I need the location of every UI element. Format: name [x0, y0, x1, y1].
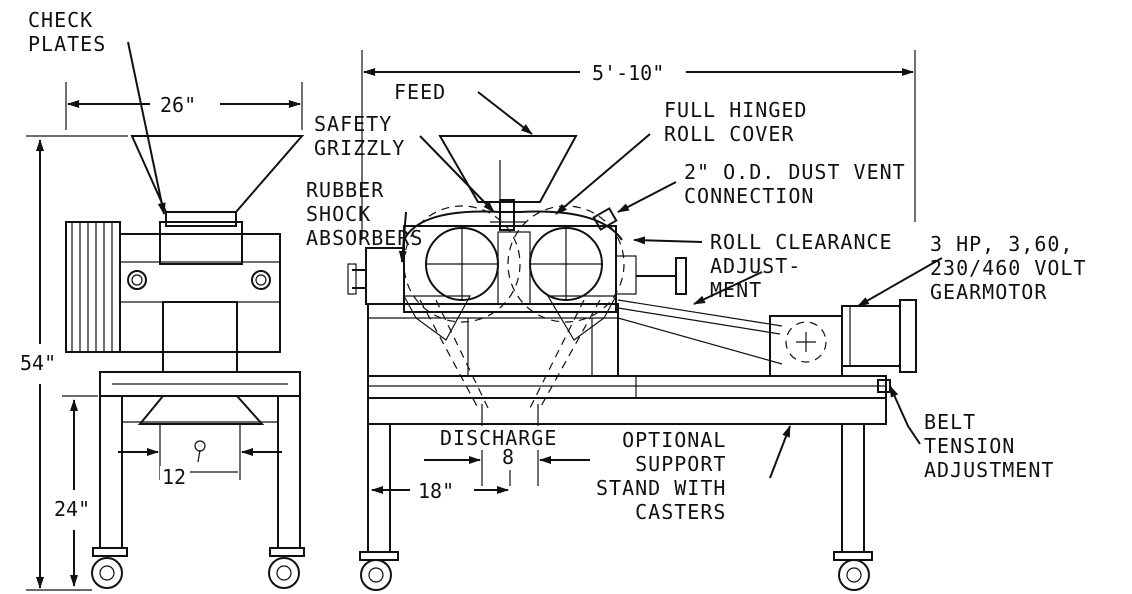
stand-top-rail	[367, 397, 887, 425]
dust-vent-leader	[617, 181, 677, 213]
belt-tension-leader	[889, 385, 921, 445]
roll-clearance-leader	[633, 236, 703, 245]
side-caster-left	[91, 557, 123, 589]
full-hinged-roll-cover-label: FULL HINGED ROLL COVER	[664, 98, 808, 146]
side-check-plates	[159, 221, 243, 265]
roll-cover-leader	[555, 133, 651, 215]
front-caster-left	[360, 559, 392, 591]
dust-vent-label: 2" O.D. DUST VENT CONNECTION	[684, 160, 906, 208]
side-caster-right	[268, 557, 300, 589]
safety-grizzly-label: SAFETY GRIZZLY	[314, 112, 406, 160]
side-hopper-throat	[165, 211, 237, 227]
side-right-leg	[277, 395, 301, 549]
dust-vent	[592, 207, 618, 231]
safety-grizzly-leader	[419, 135, 495, 213]
check-plates-label: CHECK PLATES	[28, 8, 107, 56]
adjustment-leader	[693, 271, 763, 305]
rubber-shock-absorbers-label: RUBBER SHOCK ABSORBERS	[306, 178, 424, 250]
base-rail	[367, 375, 887, 399]
side-frame	[119, 233, 281, 353]
dimension-12: 12	[160, 465, 189, 489]
gearmotor-motor	[841, 305, 901, 367]
roll-clearance-handwheel	[675, 257, 687, 295]
front-caster-right	[838, 559, 870, 591]
stand-left-leg	[367, 423, 391, 553]
shock-absorbers-leader	[398, 211, 407, 263]
dimension-18: 18"	[416, 479, 457, 503]
front-view	[347, 50, 943, 591]
gearmotor-label: 3 HP, 3,60, 230/460 VOLT GEARMOTOR	[930, 232, 1087, 304]
dimension-5-10: 5'-10"	[590, 61, 667, 85]
dimension-54: 54"	[18, 351, 59, 375]
side-left-leg	[99, 395, 123, 549]
gearmotor-leader	[857, 257, 943, 307]
feed-label: FEED	[394, 80, 447, 104]
dimension-26: 26"	[158, 93, 199, 117]
discharge-label: DISCHARGE	[440, 426, 558, 450]
dimension-8: 8	[500, 445, 517, 469]
side-view	[26, 41, 305, 591]
side-hopper	[130, 135, 305, 213]
stand-leader	[769, 425, 791, 479]
shock-absorbers	[365, 247, 405, 305]
feed-leader	[477, 91, 533, 135]
dimension-24: 24"	[52, 497, 93, 521]
belt-tension-adjustment-label: BELT TENSION ADJUSTMENT	[924, 410, 1055, 482]
stand-right-leg	[841, 423, 865, 553]
machine-frame	[367, 303, 619, 377]
safety-grizzly	[499, 199, 515, 231]
front-hopper	[438, 135, 578, 203]
roll-clearance-adjustment-label: ROLL CLEARANCE ADJUST- MENT	[710, 230, 893, 302]
optional-support-stand-label: OPTIONAL SUPPORT STAND WITH CASTERS	[596, 428, 727, 524]
